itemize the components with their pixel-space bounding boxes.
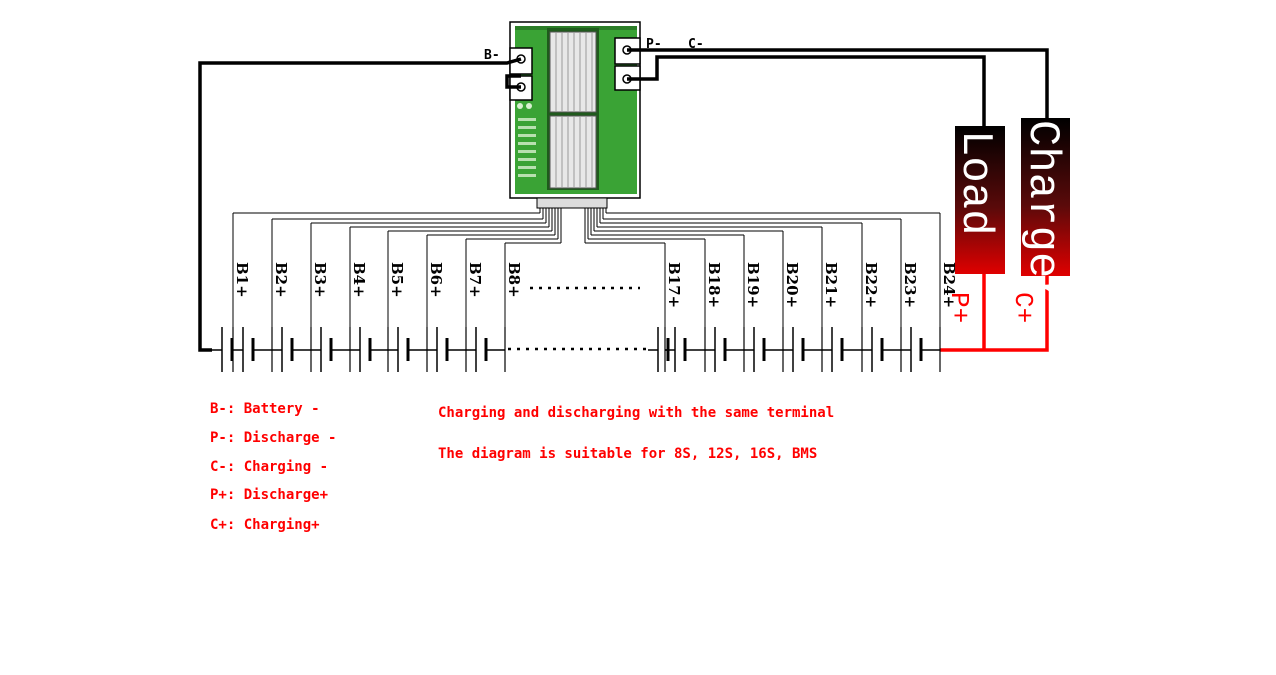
cell-label-b24: B24+ bbox=[940, 262, 958, 308]
terminal-b-minus-pad bbox=[509, 47, 533, 101]
charger-label: Charger bbox=[1017, 120, 1067, 305]
cell-label-b23: B23+ bbox=[901, 262, 919, 308]
cell-label-b20: B20+ bbox=[783, 262, 801, 308]
legend: B-: Battery - P-: Discharge - C-: Chargi… bbox=[210, 401, 336, 533]
cell-label-b18: B18+ bbox=[705, 262, 723, 308]
cell-label-b6: B6+ bbox=[427, 262, 445, 298]
charger-box: Charger bbox=[1017, 118, 1070, 305]
note-same-terminal: Charging and discharging with the same t… bbox=[438, 405, 834, 421]
cell-label-b3: B3+ bbox=[311, 262, 329, 298]
b-minus-label: B- bbox=[484, 48, 500, 63]
balance-leads bbox=[232, 208, 941, 343]
cell-label-b8: B8+ bbox=[505, 262, 523, 298]
legend-c-plus: C+: Charging+ bbox=[210, 517, 320, 533]
cell-label-b4: B4+ bbox=[350, 262, 368, 298]
cell-label-b21: B21+ bbox=[822, 262, 840, 308]
positive-wires bbox=[940, 272, 1049, 352]
omitted-cells-dotted bbox=[508, 286, 648, 351]
negative-wires bbox=[198, 48, 1049, 352]
note-suitable-for: The diagram is suitable for 8S, 12S, 16S… bbox=[438, 446, 817, 462]
cell-label-b2: B2+ bbox=[272, 262, 290, 298]
legend-p-plus: P+: Discharge+ bbox=[210, 487, 328, 503]
legend-b-minus: B-: Battery - bbox=[210, 401, 320, 417]
cell-label-b7: B7+ bbox=[466, 262, 484, 298]
p-plus-label: P+ bbox=[944, 292, 974, 323]
legend-c-minus: C-: Charging - bbox=[210, 459, 328, 475]
c-minus-label: C- bbox=[688, 37, 704, 52]
cell-label-b17: B17+ bbox=[665, 262, 683, 308]
cell-label-b1: B1+ bbox=[233, 262, 251, 298]
cell-labels: B1+ B2+ B3+ B4+ B5+ B6+ B7+ B8+ B17+ B18+ B19+ B20+… bbox=[233, 262, 958, 308]
legend-p-minus: P-: Discharge - bbox=[210, 430, 336, 446]
load-box: Load bbox=[950, 126, 1005, 274]
battery-cell-string bbox=[212, 327, 941, 372]
p-minus-label: P- bbox=[646, 37, 662, 52]
load-label: Load bbox=[950, 130, 1000, 236]
c-plus-label: C+ bbox=[1008, 292, 1038, 323]
terminal-p-c-pads bbox=[614, 37, 641, 91]
cell-label-b19: B19+ bbox=[744, 262, 762, 308]
cell-label-b5: B5+ bbox=[388, 262, 406, 298]
cell-label-b22: B22+ bbox=[862, 262, 880, 308]
